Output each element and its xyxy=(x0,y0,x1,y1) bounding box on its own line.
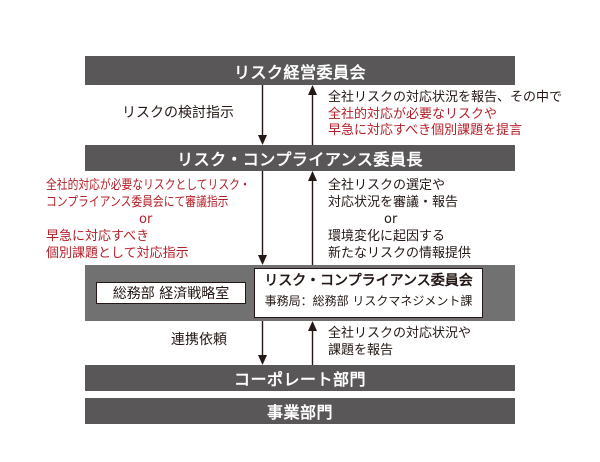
note-line: 個別課題として対応指示 xyxy=(46,246,189,261)
note-line: 全社的対応が必要なリスクや xyxy=(328,106,498,122)
or-separator: or xyxy=(139,212,153,227)
compliance-committee-box: リスク・コンプライアンス委員会 事務局：総務部 リスクマネジメント課 xyxy=(254,268,483,318)
corporate-division-bar: コーポレート部門 xyxy=(85,365,515,391)
risk-office-panel: 総務部 経済戦略室 リスク・コンプライアンス委員会 事務局：総務部 リスクマネジ… xyxy=(85,265,515,321)
note-line: コンプライアンス委員会にて審議指示 xyxy=(46,195,229,210)
report-arrow-up-to-chair xyxy=(308,171,317,265)
business-division-label: 事業部門 xyxy=(266,403,333,422)
note-line: 全社リスクの選定や xyxy=(328,178,446,193)
note-line: 新たなリスクの情報提供 xyxy=(328,246,472,261)
note-line: 全社的対応が必要なリスクとしてリスク・ xyxy=(46,178,251,193)
report-note-to-office: 全社リスクの対応状況や 課題を報告 xyxy=(328,325,471,359)
report-arrow-up-to-committee xyxy=(308,85,317,145)
instruction-arrow-down-to-chair xyxy=(258,85,267,145)
note-line: 早急に対応すべき個別課題を提言 xyxy=(328,123,523,138)
or-separator: or xyxy=(384,212,398,227)
note-line: 課題を報告 xyxy=(328,343,394,358)
report-arrow-up-to-office xyxy=(308,321,317,365)
report-note-to-chair: 全社リスクの選定や 対応状況を審議・報告 or 環境変化に起因する 新たなリスク… xyxy=(328,177,471,262)
instruction-note-to-office: 全社的対応が必要なリスクとしてリスク・ コンプライアンス委員会にて審議指示 or… xyxy=(46,177,292,262)
note-line: リスクの検討指示 xyxy=(122,105,234,121)
request-note-to-corporate: 連携依頼 xyxy=(171,332,227,348)
business-division-bar: 事業部門 xyxy=(85,398,515,424)
instruction-arrow-down-to-office xyxy=(258,171,267,265)
note-line: 全社リスクの対応状況を報告、その中で xyxy=(328,90,563,105)
note-line: 対応状況を審議・報告 xyxy=(328,195,459,210)
report-note-to-committee: 全社リスクの対応状況を報告、その中で 全社的対応が必要なリスクや 早急に対応すべ… xyxy=(328,90,562,140)
note-line: 連携依頼 xyxy=(171,332,227,348)
corporate-division-label: コーポレート部門 xyxy=(233,370,366,389)
request-arrow-down-to-corporate xyxy=(258,321,267,365)
note-line: 早急に対応すべき xyxy=(46,229,150,244)
secretariat-label: 事務局：総務部 リスクマネジメント課 xyxy=(264,294,473,308)
risk-management-committee-bar: リスク経営委員会 xyxy=(85,56,515,85)
risk-management-committee-label: リスク経営委員会 xyxy=(233,62,366,82)
compliance-chair-label: リスク・コンプライアンス委員長 xyxy=(177,150,423,169)
compliance-committee-title: リスク・コンプライアンス委員会 xyxy=(264,273,473,289)
note-line: 環境変化に起因する xyxy=(328,229,446,244)
instruction-note-to-chair: リスクの検討指示 xyxy=(122,105,234,121)
compliance-chair-bar: リスク・コンプライアンス委員長 xyxy=(85,145,515,171)
planning-unit-label: 総務部 経済戦略室 xyxy=(112,286,230,302)
note-line: 全社リスクの対応状況や xyxy=(328,326,472,341)
planning-unit-box: 総務部 経済戦略室 xyxy=(96,282,246,304)
